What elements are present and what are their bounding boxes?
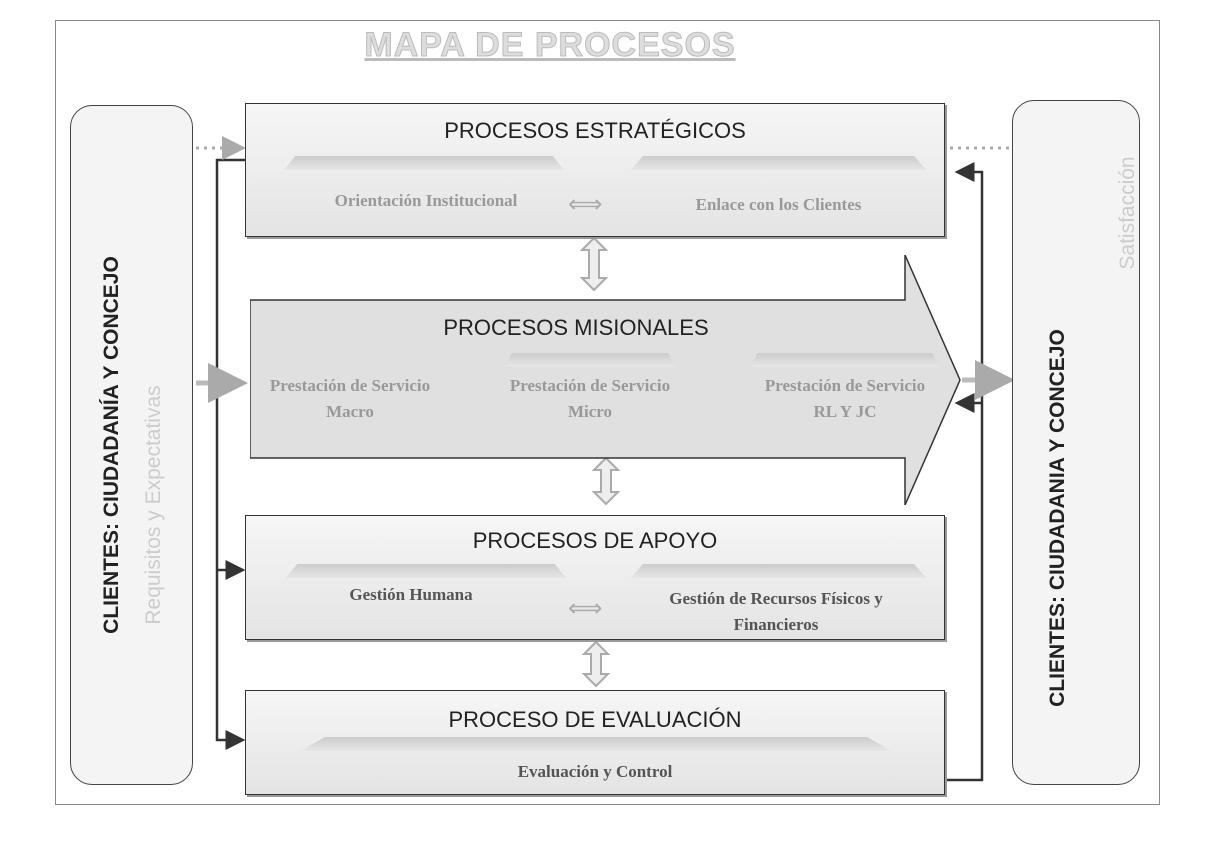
diagram-frame [55, 20, 1160, 805]
diagram-title: MAPA DE PROCESOS [364, 26, 736, 65]
enlace-clientes: Enlace con los Clientes [695, 195, 862, 214]
double-arrow-icon: ⟺ [568, 191, 603, 218]
estrategicos-title: PROCESOS ESTRATÉGICOS [444, 118, 746, 143]
right-clients-label: CLIENTES: CIUDADANIA Y CONCEJO [1046, 328, 1069, 707]
misionales-title: PROCESOS MISIONALES [443, 315, 709, 340]
orientacion-institucional: Orientación Institucional [334, 191, 518, 210]
gestion-humana: Gestión Humana [349, 585, 473, 604]
servicio-rl-jc: Prestación de Servicio RL Y JC [764, 376, 926, 421]
left-clients-label: CLIENTES: CIUDADANÍA Y CONCEJO [99, 256, 123, 634]
misionales-arrow: PROCESOS MISIONALES Prestación de Servic… [250, 255, 962, 505]
right-feedback-line [945, 162, 984, 782]
right-clients-box: CLIENTES: CIUDADANIA Y CONCEJO Satisfacc… [1012, 100, 1140, 785]
servicio-macro: Prestación de Servicio Macro [269, 376, 431, 421]
double-arrow-icon: ⟺ [568, 595, 603, 622]
apoyo-box: PROCESOS DE APOYO Gestión Humana Gestión… [245, 515, 945, 640]
evaluacion-box: PROCESO DE EVALUACIÓN Evaluación y Contr… [245, 690, 945, 795]
evaluacion-title: PROCESO DE EVALUACIÓN [448, 707, 742, 732]
gestion-recursos: Gestión de Recursos Físicos y Financiero… [669, 589, 883, 634]
left-clients-sub: Requisitos y Expectativas [141, 385, 165, 625]
servicio-micro: Prestación de Servicio Micro [509, 376, 671, 421]
evaluacion-control: Evaluación y Control [517, 762, 673, 781]
left-feed-line [215, 158, 246, 750]
right-clients-sub: Satisfacción [1116, 155, 1139, 270]
apoyo-title: PROCESOS DE APOYO [472, 528, 718, 553]
left-clients-box: CLIENTES: CIUDADANÍA Y CONCEJO Requisito… [70, 105, 193, 785]
double-arrows-vertical [579, 236, 621, 688]
estrategicos-box: PROCESOS ESTRATÉGICOS Orientación Instit… [245, 103, 945, 237]
